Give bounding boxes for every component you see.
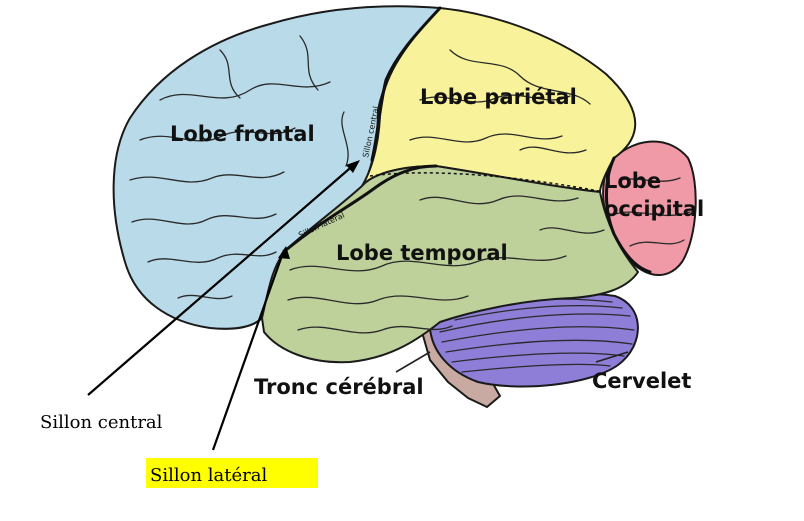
brainstem-leader [395, 351, 431, 373]
central-sulcus-line [370, 6, 442, 162]
lateral-sulcus-line [284, 164, 438, 252]
brainstem-label: Tronc cérébral [254, 375, 424, 399]
occipital-lobe-label-line2: occipital [604, 197, 704, 221]
lateral-sulcus-caption: Sillon latéral [150, 465, 267, 486]
central-sulcus-caption: Sillon central [40, 412, 163, 433]
cerebellum-label: Cervelet [592, 369, 691, 393]
central-sulcus-pointer [87, 162, 357, 396]
frontal-lobe-label: Lobe frontal [170, 122, 315, 146]
cerebellum-leader [595, 351, 629, 363]
parieto-occipital-line [605, 156, 652, 274]
central-sulcus-arrowhead [346, 160, 360, 173]
lateral-sulcus-highlight [146, 458, 318, 488]
occipital-lobe-label-line1: Lobe [604, 169, 661, 193]
lateral-sulcus-pointer [211, 249, 286, 451]
lateral-sulcus-arrowhead [278, 246, 290, 259]
temporal-lobe-label: Lobe temporal [336, 241, 508, 265]
parietal-lobe-label: Lobe pariétal [420, 85, 577, 109]
temporo-parietal-dotted-line [369, 172, 605, 193]
